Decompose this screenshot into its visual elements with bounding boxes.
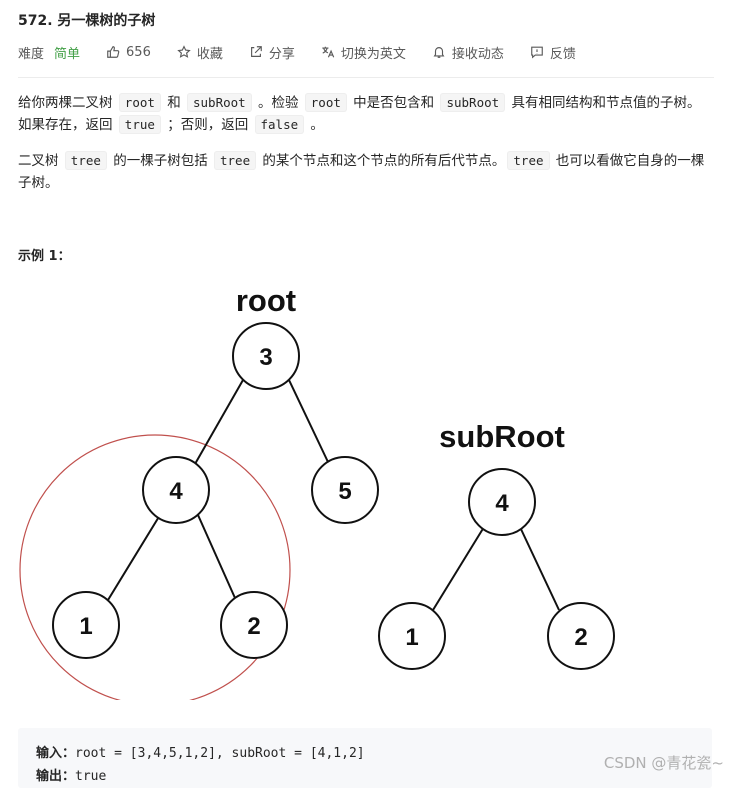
- inline-code: root: [304, 93, 347, 112]
- thumbs-up-icon: [107, 46, 120, 58]
- feedback-icon: [531, 46, 543, 59]
- difficulty-label: 难度: [18, 46, 45, 62]
- tree-node: 4: [468, 468, 536, 536]
- text: 具有相同结构和节点值的子树。如果存在，返回: [18, 95, 701, 133]
- inline-code: tree: [64, 151, 107, 170]
- node-value: 4: [169, 478, 183, 505]
- input-label: 输入：: [36, 746, 76, 761]
- share-button[interactable]: 分享: [249, 43, 295, 62]
- tree-edge: [194, 379, 244, 465]
- output-value: true: [75, 769, 107, 784]
- share-label: 分享: [268, 46, 295, 62]
- example-tree-figure: root subRoot 3 4 5 1 2 4 1 2: [19, 283, 615, 700]
- inline-code: tree: [214, 151, 257, 170]
- star-icon: [177, 45, 191, 58]
- subroot-label: subRoot: [439, 419, 565, 454]
- description-paragraph-2: 二叉树 tree 的一棵子树包括 tree 的某个节点和这个节点的所有后代节点。…: [18, 150, 708, 194]
- collect-button[interactable]: 收藏: [177, 43, 223, 62]
- like-button[interactable]: 656: [106, 45, 151, 60]
- output-line: 输出：true: [36, 765, 106, 784]
- text: 中是否包含和: [348, 95, 439, 111]
- difficulty-badge: 简单: [54, 46, 81, 62]
- subtree-highlight-circle: [19, 434, 291, 700]
- node-value: 2: [574, 624, 587, 651]
- example-title: 示例 1：: [18, 249, 71, 264]
- tree-node: 4: [142, 456, 210, 524]
- subscribe-label: 接收动态: [451, 46, 504, 62]
- tree-edge: [519, 526, 560, 611]
- text: 给你两棵二叉树: [18, 95, 117, 111]
- node-value: 5: [338, 478, 351, 505]
- inline-code: root: [118, 93, 161, 112]
- text: 和: [162, 95, 185, 111]
- collect-label: 收藏: [196, 46, 223, 62]
- node-value: 4: [495, 490, 509, 517]
- text: 的一棵子树包括: [108, 153, 212, 169]
- switch-language-button[interactable]: 切换为英文: [321, 43, 406, 62]
- problem-toolbar: 难度 简单 656 收藏 分享 切换为英文 接收动态 反馈: [18, 42, 602, 62]
- inline-code: subRoot: [187, 93, 252, 112]
- subscribe-button[interactable]: 接收动态: [432, 43, 504, 62]
- tree-node: 5: [311, 456, 379, 524]
- tree-edge: [197, 514, 236, 599]
- text: 也可以看做它自身的一棵子树。: [18, 153, 705, 191]
- node-value: 2: [247, 613, 260, 640]
- header-divider: [18, 77, 714, 78]
- output-label: 输出：: [36, 769, 76, 784]
- inline-code: false: [254, 115, 305, 134]
- tree-node: 3: [232, 322, 300, 390]
- tree-node: 2: [220, 591, 288, 659]
- root-label: root: [236, 283, 296, 318]
- bell-icon: [433, 47, 445, 58]
- inline-code: subRoot: [440, 93, 506, 112]
- feedback-button[interactable]: 反馈: [530, 43, 576, 62]
- feedback-label: 反馈: [549, 46, 576, 62]
- text: 的某个节点和这个节点的所有后代节点。: [258, 153, 506, 169]
- like-count: 656: [126, 44, 151, 60]
- tree-node: 2: [547, 602, 615, 670]
- tree-node: 1: [378, 602, 446, 670]
- csdn-watermark: CSDN @青花瓷~: [603, 754, 724, 772]
- tree-edge: [432, 526, 485, 611]
- share-icon: [250, 46, 262, 57]
- text: 。: [306, 117, 324, 133]
- tree-node: 1: [52, 591, 120, 659]
- input-line: 输入：root = [3,4,5,1,2], subRoot = [4,1,2]: [36, 742, 365, 761]
- text: 二叉树: [18, 153, 63, 169]
- tree-edge: [107, 514, 161, 601]
- text: 。检验: [253, 95, 303, 111]
- text: ；否则，返回: [162, 117, 253, 133]
- translate-icon: [322, 46, 335, 58]
- problem-title: 572. 另一棵树的子树: [18, 13, 156, 29]
- switch-language-label: 切换为英文: [340, 46, 406, 62]
- description-paragraph-1: 给你两棵二叉树 root 和 subRoot 。检验 root 中是否包含和 s…: [18, 92, 708, 136]
- node-value: 1: [79, 613, 92, 640]
- tree-edge: [288, 379, 329, 463]
- input-value: root = [3,4,5,1,2], subRoot = [4,1,2]: [75, 746, 365, 761]
- inline-code: tree: [507, 151, 550, 170]
- difficulty: 难度 简单: [18, 43, 80, 62]
- inline-code: true: [118, 115, 161, 134]
- node-value: 3: [259, 344, 272, 371]
- example-code-block: 输入：root = [3,4,5,1,2], subRoot = [4,1,2]…: [18, 728, 712, 788]
- node-value: 1: [405, 624, 418, 651]
